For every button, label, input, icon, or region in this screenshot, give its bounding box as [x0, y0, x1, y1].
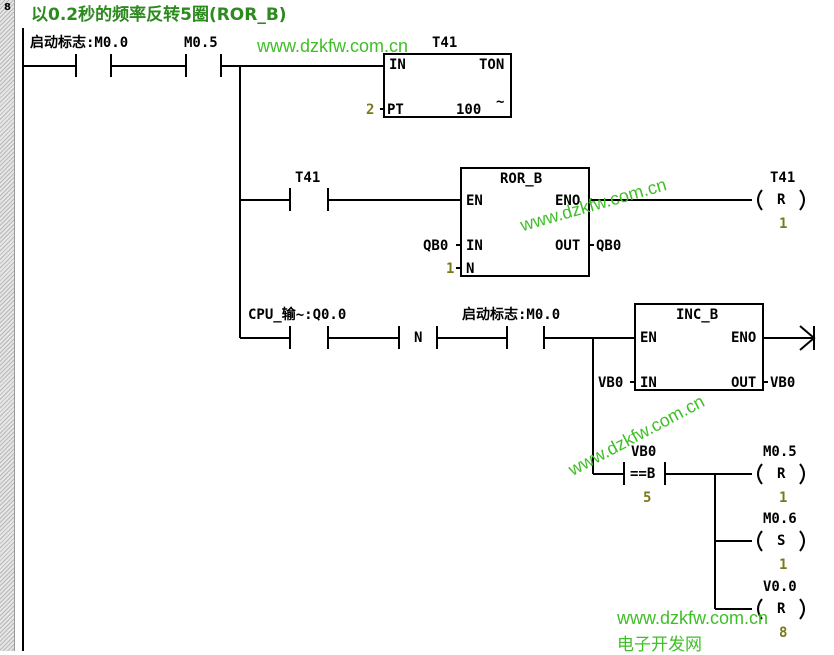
- timer-box: [383, 53, 512, 118]
- ror-pin-in: IN: [466, 238, 483, 254]
- coil-m06-symbol: S: [777, 533, 786, 549]
- coil-m06-set: [757, 530, 805, 552]
- watermark-url-bottom: www.dzkfw.com.cn: [617, 608, 769, 628]
- compare-value[interactable]: 5: [643, 490, 652, 506]
- network-number: 8: [4, 2, 11, 13]
- ror-n-value[interactable]: 1: [446, 261, 455, 277]
- coil-v00-address[interactable]: V0.0: [763, 579, 797, 595]
- ror-pin-out: OUT: [555, 238, 581, 254]
- inc-out-value[interactable]: VB0: [770, 375, 796, 391]
- contact-start-flag: [75, 54, 112, 77]
- coil-v00-symbol: R: [777, 601, 786, 617]
- ror-out-value[interactable]: QB0: [596, 238, 622, 254]
- timer-resolution: 100: [456, 102, 482, 118]
- contact-m05-label[interactable]: M0.5: [184, 35, 218, 51]
- network-title[interactable]: 以0.2秒的频率反转5圈(ROR_B): [31, 5, 287, 25]
- compare-address[interactable]: VB0: [631, 444, 657, 460]
- coil-v00-reset: [757, 598, 805, 620]
- ror-pin-n: N: [466, 261, 475, 277]
- contact-start-flag-2: [506, 326, 545, 349]
- n-edge-label: N: [414, 330, 423, 346]
- coil-v00-count[interactable]: 8: [779, 625, 788, 641]
- ror-block-name: ROR_B: [500, 171, 543, 187]
- coil-m05-reset: [757, 463, 805, 485]
- network-gutter: [0, 0, 15, 651]
- contact-m05: [185, 54, 222, 77]
- contact-start-flag-2-label[interactable]: 启动标志:M0.0: [462, 307, 561, 323]
- timer-tilde: ~: [496, 94, 505, 110]
- ror-in-value[interactable]: QB0: [423, 238, 449, 254]
- contact-t41-label[interactable]: T41: [295, 170, 321, 186]
- coil-m06-count[interactable]: 1: [779, 557, 788, 573]
- timer-name[interactable]: T41: [432, 35, 458, 51]
- contact-q00: [289, 326, 329, 349]
- contact-q00-label[interactable]: CPU_输~:Q0.0: [248, 307, 347, 323]
- timer-type: TON: [479, 57, 505, 73]
- inc-pin-en: EN: [640, 330, 657, 346]
- inc-box: [634, 303, 764, 391]
- ror-pin-en: EN: [466, 193, 483, 209]
- inc-pin-out: OUT: [731, 375, 757, 391]
- watermark-site-name: 电子开发网: [617, 635, 702, 654]
- inc-pin-in: IN: [640, 375, 657, 391]
- timer-pt-value[interactable]: 2: [366, 102, 375, 118]
- coil-t41-symbol: R: [777, 192, 786, 208]
- coil-t41-reset: [757, 189, 805, 211]
- inc-block-name: INC_B: [676, 307, 719, 323]
- coil-m05-symbol: R: [777, 466, 786, 482]
- inc-in-value[interactable]: VB0: [598, 375, 624, 391]
- compare-operator: ==B: [630, 466, 656, 482]
- ror-pin-eno: ENO: [555, 193, 581, 209]
- coil-m05-address[interactable]: M0.5: [763, 444, 797, 460]
- ror-box: [460, 167, 590, 277]
- contact-start-flag-label[interactable]: 启动标志:M0.0: [30, 35, 129, 51]
- coil-t41-count[interactable]: 1: [779, 216, 788, 232]
- coil-m05-count[interactable]: 1: [779, 490, 788, 506]
- timer-pin-in: IN: [389, 57, 406, 73]
- inc-pin-eno: ENO: [731, 330, 757, 346]
- coil-m06-address[interactable]: M0.6: [763, 511, 797, 527]
- contact-t41: [289, 188, 329, 211]
- watermark-url-top: www.dzkfw.com.cn: [257, 36, 409, 56]
- timer-pin-pt: PT: [387, 102, 404, 118]
- coil-t41-address[interactable]: T41: [770, 170, 796, 186]
